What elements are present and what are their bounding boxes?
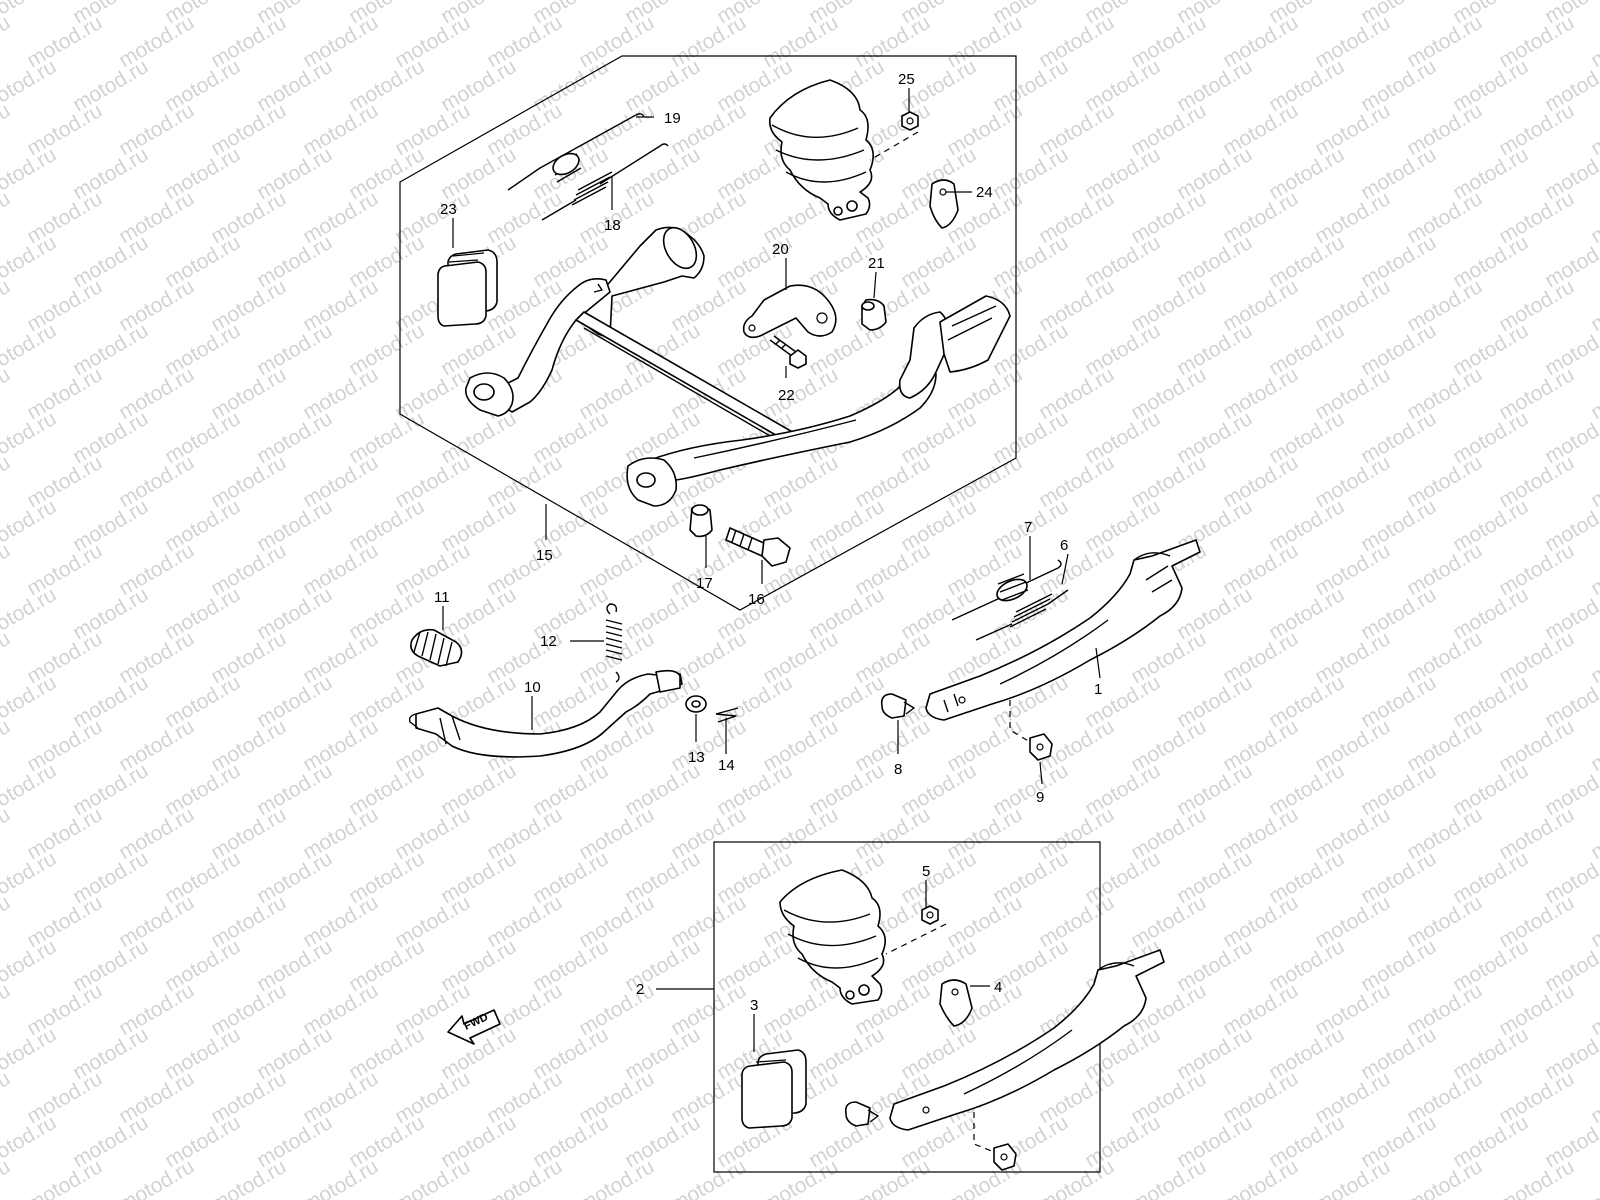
callout-labels: 25 19 18 23 24 20 21 22 15 17 16 7 6 1 8…	[434, 71, 1102, 1014]
callout-5: 5	[922, 863, 930, 880]
callout-22: 22	[778, 387, 795, 404]
callout-7: 7	[1024, 519, 1032, 536]
stand-spring-stack-bottom	[779, 869, 886, 1005]
watermark-text: motod.ru	[299, 1155, 382, 1200]
callout-14: 14	[718, 757, 735, 774]
collar-17	[689, 504, 713, 538]
kick-lever-10	[408, 669, 683, 758]
callout-1: 1	[1094, 681, 1102, 698]
watermark-text: motod.ru	[1035, 1155, 1118, 1200]
callout-13: 13	[688, 749, 705, 766]
callout-18: 18	[604, 217, 621, 234]
watermark-text: motod.ru	[0, 715, 14, 776]
watermark-text: motod.ru	[0, 11, 14, 72]
bolt-bottom	[844, 1101, 879, 1127]
watermark-text: motod.ru	[0, 539, 14, 600]
watermark-text: motod.ru	[0, 99, 14, 160]
callout-25: 25	[898, 71, 915, 88]
assembly-box-15	[399, 55, 1017, 611]
callout-19: 19	[664, 110, 681, 127]
watermark-text: motod.ru	[0, 275, 14, 336]
stand-spring-stack-top	[768, 79, 874, 221]
spring-12	[605, 603, 623, 683]
spring-6	[975, 589, 1069, 641]
side-stand-1-bottom	[889, 949, 1165, 1131]
stopper-3	[741, 1049, 807, 1129]
leader-lines	[442, 88, 1101, 1052]
callout-16: 16	[748, 591, 765, 608]
leader-25-dash	[869, 131, 919, 161]
bolt-22	[769, 335, 807, 369]
watermark-text: motod.ru	[1219, 1155, 1302, 1200]
watermark-text: motod.ru	[1495, 1155, 1578, 1200]
watermark-text: motod.ru	[0, 1155, 14, 1200]
spring-19	[507, 113, 645, 191]
watermark-text: motod.ru	[207, 1155, 290, 1200]
callout-23: 23	[440, 201, 457, 218]
bushing-21	[861, 298, 887, 331]
nut-bottom	[993, 1143, 1017, 1171]
clip-4	[939, 979, 973, 1027]
callout-24: 24	[976, 184, 993, 201]
watermark-text: motod.ru	[0, 363, 14, 424]
watermark-text: motod.ru	[0, 891, 14, 952]
side-stand-1	[925, 539, 1201, 721]
watermark-text: motod.ru	[575, 1155, 658, 1200]
callout-9: 9	[1036, 789, 1044, 806]
watermark-text: motod.ru	[851, 1155, 934, 1200]
watermark-text: motod.ru	[23, 1155, 106, 1200]
leader-9-dash	[1009, 700, 1031, 743]
callout-15: 15	[536, 547, 553, 564]
callout-6: 6	[1060, 537, 1068, 554]
watermark-text: motod.ru	[1403, 1155, 1486, 1200]
watermark-text: motod.ru	[0, 1067, 14, 1128]
spring-7	[951, 559, 1062, 621]
watermark-text: motod.ru	[0, 803, 14, 864]
washer-13	[685, 695, 707, 713]
clip-24	[929, 179, 959, 229]
watermark-text: motod.ru	[0, 627, 14, 688]
callout-21: 21	[868, 255, 885, 272]
callout-17: 17	[696, 575, 713, 592]
watermark-text: motod.ru	[391, 1155, 474, 1200]
callout-4: 4	[994, 979, 1002, 996]
watermark-text: motod.ru	[0, 979, 14, 1040]
bolt-8	[880, 693, 915, 719]
callout-12: 12	[540, 633, 557, 650]
callout-20: 20	[772, 241, 789, 258]
watermark-text: motod.ru	[0, 451, 14, 512]
rubber-11	[410, 628, 463, 667]
watermark-text: motod.ru	[115, 1155, 198, 1200]
nut-5	[921, 905, 939, 925]
leader-nut-bottom-dash	[973, 1112, 995, 1153]
callout-11: 11	[434, 589, 450, 606]
watermark-text: motod.ru	[0, 187, 14, 248]
clip-14	[715, 707, 739, 723]
watermark-text: motod.ru	[1127, 1155, 1210, 1200]
watermark-text: motod.ru	[759, 1155, 842, 1200]
watermark-text: motod.ru	[1311, 1155, 1394, 1200]
nut-25	[901, 111, 919, 131]
stopper-23	[437, 249, 498, 327]
bolt-16	[725, 527, 791, 567]
nut-9	[1029, 733, 1053, 761]
callout-3: 3	[750, 997, 758, 1014]
callout-10: 10	[524, 679, 541, 696]
watermark-text: motod.ru	[1587, 1155, 1600, 1200]
center-stand-15	[464, 226, 1011, 507]
callout-2: 2	[636, 981, 644, 998]
leader-5-dash	[885, 923, 947, 955]
callout-8: 8	[894, 761, 902, 778]
bracket-20	[742, 284, 837, 339]
watermark-text: motod.ru	[667, 1155, 750, 1200]
watermark-text: motod.ru	[483, 1155, 566, 1200]
spring-18	[541, 143, 669, 221]
